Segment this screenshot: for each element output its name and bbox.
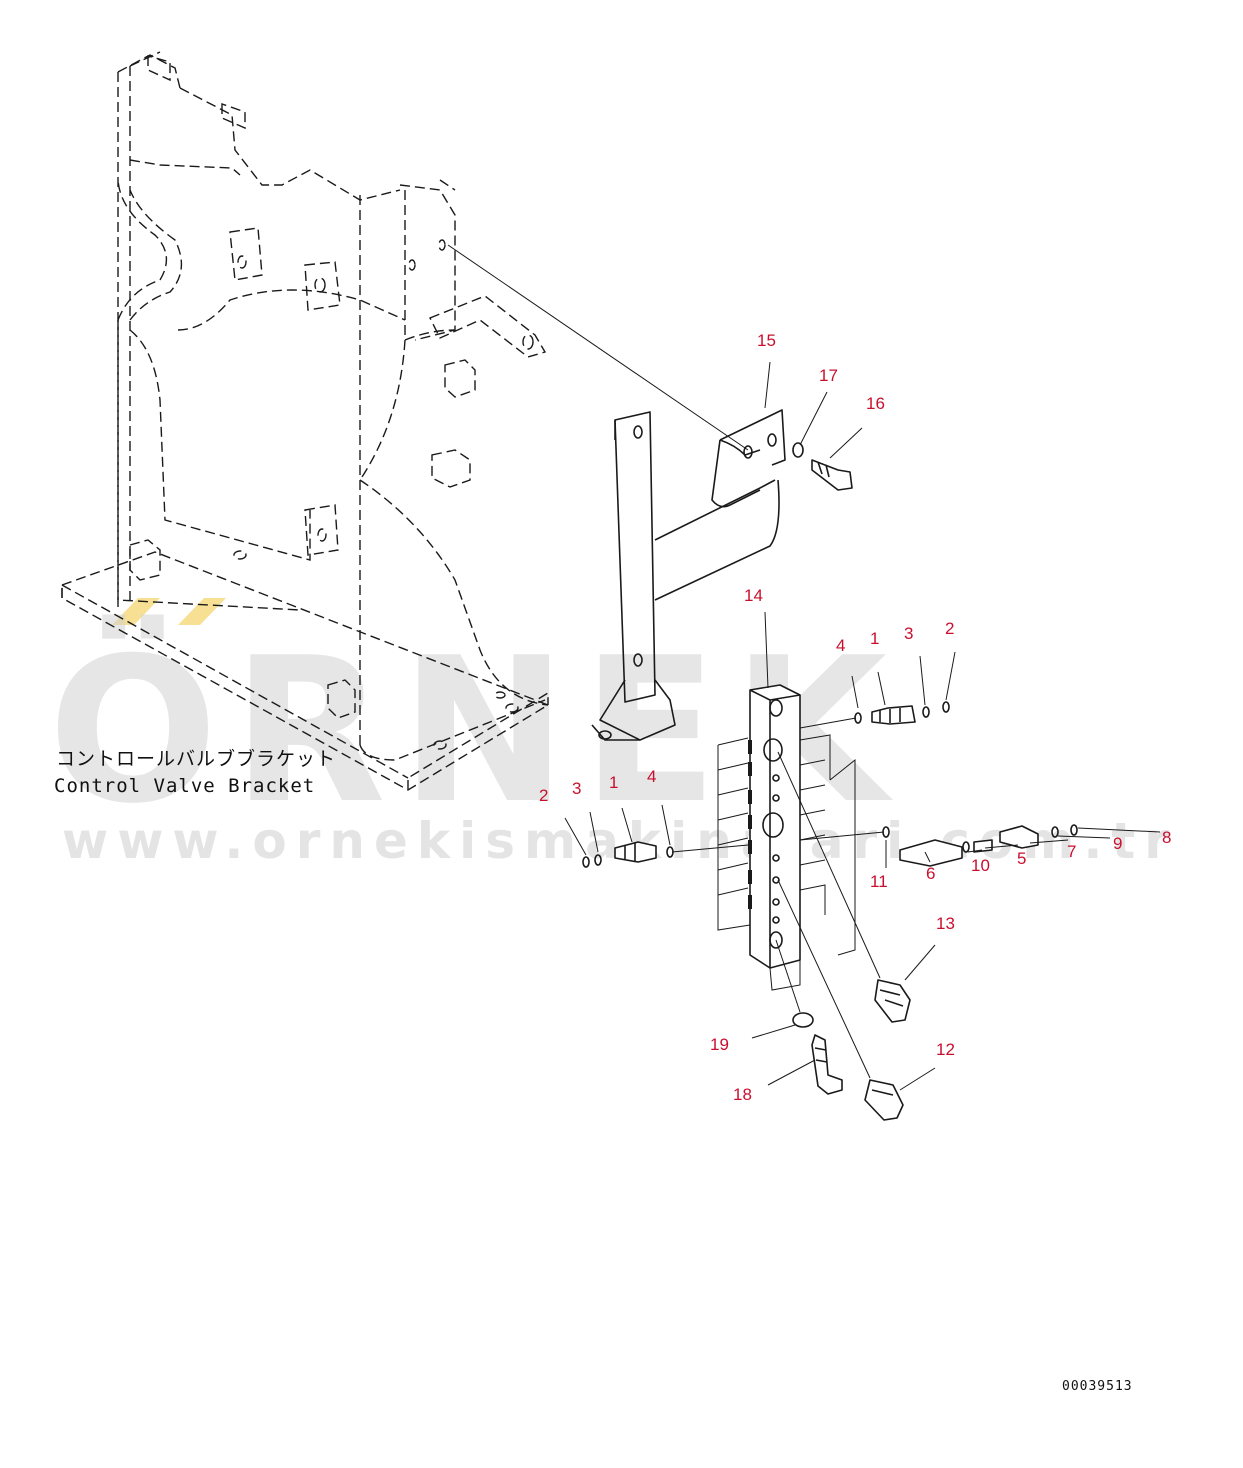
callout-9: 9 xyxy=(1113,834,1122,853)
callout-4-right: 4 xyxy=(836,636,845,655)
fitting-1-upper xyxy=(871,705,916,725)
frame-outline xyxy=(61,51,550,791)
callout-17: 17 xyxy=(819,366,838,385)
callouts: 15 17 16 14 4 1 3 2 2 3 1 4 11 6 10 5 7 … xyxy=(539,331,1171,1104)
callout-7: 7 xyxy=(1067,842,1076,861)
hardware xyxy=(582,442,1078,1121)
callout-4-left: 4 xyxy=(647,767,656,786)
callout-1-right: 1 xyxy=(870,629,879,648)
callout-11: 11 xyxy=(870,872,888,891)
callout-15: 15 xyxy=(757,331,776,350)
bolt-18 xyxy=(811,1034,843,1095)
callout-10: 10 xyxy=(971,856,990,875)
callout-5: 5 xyxy=(1017,849,1026,868)
callout-18: 18 xyxy=(733,1085,752,1104)
callout-14: 14 xyxy=(744,586,763,605)
callout-13: 13 xyxy=(936,914,955,933)
callout-3-left: 3 xyxy=(572,779,581,798)
fitting-6 xyxy=(899,839,963,867)
watermark: ÖRNEK www.ornekismakinalari.com.tr xyxy=(48,598,1169,870)
fitting-7 xyxy=(999,825,1039,849)
fitting-5 xyxy=(973,839,993,853)
callout-6: 6 xyxy=(926,864,935,883)
watermark-logo: ÖRNEK xyxy=(48,614,901,848)
drawing-number: 00039513 xyxy=(1062,1379,1133,1394)
callout-19: 19 xyxy=(710,1035,729,1054)
support-bracket xyxy=(447,244,786,741)
leader-lines xyxy=(564,361,1161,1091)
watermark-accent-left xyxy=(112,598,160,625)
callout-2-left: 2 xyxy=(539,786,548,805)
caption-english: Control Valve Bracket xyxy=(54,775,315,797)
sensor-13 xyxy=(874,979,911,1023)
washer-19 xyxy=(792,1012,814,1028)
sensor-12 xyxy=(864,1079,904,1121)
callout-12: 12 xyxy=(936,1040,955,1059)
captions: コントロールバルブブラケット Control Valve Bracket 000… xyxy=(54,747,1133,1394)
caption-japanese: コントロールバルブブラケット xyxy=(56,747,336,770)
callout-16: 16 xyxy=(866,394,885,413)
callout-1-left: 1 xyxy=(609,773,618,792)
valve-block-ports xyxy=(772,774,780,924)
callout-2-right: 2 xyxy=(945,619,954,638)
callout-8: 8 xyxy=(1162,828,1171,847)
washer-17 xyxy=(792,442,804,458)
callout-3-right: 3 xyxy=(904,624,913,643)
bolt-16 xyxy=(811,459,853,491)
valve-block xyxy=(717,684,856,991)
